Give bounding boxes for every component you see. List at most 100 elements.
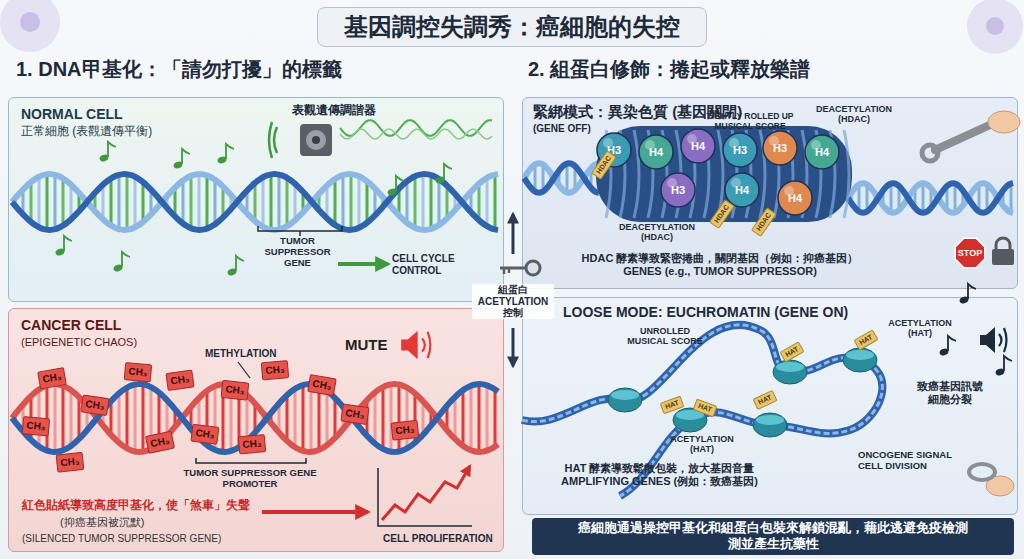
heterochromatin — [882, 191, 885, 206]
control-arrows — [512, 328, 515, 366]
methylated-dna-helix — [126, 388, 129, 449]
tag-label: CH₃ — [340, 403, 369, 424]
normal-dna-helix — [12, 174, 498, 230]
heterochromatin — [954, 183, 957, 212]
heterochromatin — [874, 193, 877, 202]
heterochromatin — [760, 130, 765, 218]
methylated-dna-helix — [206, 391, 209, 445]
tag-label: CH₃ — [22, 416, 51, 436]
music-notes — [64, 236, 72, 251]
heterochromatin — [890, 183, 893, 212]
heterochromatin — [704, 130, 709, 218]
text-label: TUMOR SUPPRESSOR GENE — [250, 236, 345, 269]
methylated-dna-helix — [310, 384, 313, 452]
methylated-dna-helix — [30, 396, 33, 440]
methylated-dna-helix — [230, 385, 233, 451]
heterochromatin — [802, 130, 807, 218]
control-arrows — [512, 214, 515, 254]
methylated-dna-helix — [54, 384, 57, 452]
normal-dna-helix — [438, 179, 441, 225]
euchromatin — [756, 415, 784, 425]
heterochromatin — [690, 130, 695, 218]
heterochromatin — [723, 133, 757, 167]
methylated-dna-helix — [374, 392, 377, 443]
heterochromatin — [731, 178, 741, 188]
methylated-dna-helix — [390, 384, 393, 451]
cell-box: CANCER CELL(EPIGENETIC CHAOS) — [8, 308, 504, 552]
heterochromatin — [729, 138, 739, 148]
euchromatin — [753, 413, 787, 437]
ring-hand — [969, 464, 995, 480]
normal-dna-helix — [462, 201, 465, 203]
methylated-dna-helix — [198, 398, 201, 438]
mode-box: LOOSE MODE: EUCHROMATIN (GENE ON) — [522, 297, 1018, 515]
tag-label: HDAC — [591, 150, 617, 180]
heterochromatin — [524, 163, 599, 193]
tag-label: H3 — [671, 184, 685, 197]
heterochromatin — [524, 126, 1013, 222]
caption-bar: 癌細胞通過操控甲基化和組蛋白包裝來解鎖混亂，藉此逃避免疫檢測 測並產生抗藥性 — [532, 518, 1014, 555]
heading: NORMAL CELL — [21, 106, 123, 122]
wrench-hand — [988, 111, 1020, 133]
heterochromatin — [994, 193, 997, 202]
music-notes — [173, 160, 184, 169]
heterochromatin — [639, 135, 673, 169]
normal-dna-helix — [198, 174, 201, 230]
heterochromatin — [1002, 191, 1005, 206]
normal-dna-helix — [286, 178, 289, 226]
euchromatin — [676, 410, 704, 420]
normal-dna-helix — [134, 177, 137, 228]
methylated-dna-helix — [470, 386, 473, 451]
normal-dna-helix — [142, 182, 145, 222]
gene-bracket — [258, 226, 342, 236]
normal-dna-helix — [126, 174, 129, 230]
promoter-bracket — [196, 458, 306, 463]
heterochromatin — [844, 130, 849, 218]
text-label: 致癌基因訊號 細胞分裂 — [900, 380, 1000, 405]
loud-speaker — [948, 336, 956, 351]
heterochromatin — [805, 135, 839, 169]
panel: 1. DNA甲基化：「請勿打擾」的標籤NORMAL CELL正常細胞 (表觀遺傳… — [6, 50, 506, 554]
promoter-bracket — [196, 458, 306, 463]
euchromatin — [846, 350, 874, 360]
cell-decoration — [986, 17, 1004, 35]
ring-hand — [986, 476, 1014, 496]
tag-label: HAT — [753, 390, 778, 410]
tag-label: H4 — [735, 184, 749, 197]
loud-speaker — [1004, 328, 1007, 352]
methylated-dna-helix — [12, 384, 498, 452]
mode-box: 緊綁模式：異染色質 (基因關閉)(GENE OFF) — [522, 97, 1018, 289]
music-notes — [113, 263, 124, 272]
normal-dna-helix — [382, 197, 385, 206]
music-notes — [99, 153, 110, 162]
subheading: (GENE OFF) — [533, 123, 591, 135]
tag-label: CH₃ — [165, 369, 194, 390]
normal-dna-helix — [182, 180, 185, 223]
normal-dna-helix — [310, 201, 313, 203]
methylated-dna-helix — [94, 415, 97, 420]
methylated-dna-helix — [254, 403, 257, 432]
euchromatin — [611, 390, 639, 400]
normal-dna-helix — [62, 178, 65, 225]
euchromatin — [522, 325, 882, 496]
normal-dna-helix — [430, 175, 433, 229]
music-notes — [55, 142, 452, 277]
tag-label: HDAC — [709, 199, 735, 229]
heterochromatin — [774, 130, 779, 218]
text-label: ONCOGENE SIGNAL CELL DIVISION — [858, 450, 958, 472]
methylated-dna-helix — [22, 405, 25, 432]
heterochromatin — [590, 168, 593, 188]
tag-label: H3 — [773, 142, 787, 155]
key-icon — [504, 268, 509, 274]
heterochromatin — [914, 188, 917, 208]
normal-dna-helix — [478, 184, 481, 221]
methylated-dna-helix — [12, 384, 498, 452]
caption: 癌細胞通過操控甲基化和組蛋白包裝來解鎖混亂，藉此逃避免疫檢測 測並產生抗藥性 — [538, 520, 1008, 553]
methylated-dna-helix — [446, 406, 449, 431]
music-notes — [236, 256, 244, 271]
text-label: 紅色貼紙導致高度甲基化，使「煞車」失聲 — [22, 499, 250, 512]
methylated-dna-helix — [214, 386, 217, 450]
green-arrow — [338, 262, 388, 266]
text-label: CELL PROLIFERATION — [383, 533, 493, 545]
